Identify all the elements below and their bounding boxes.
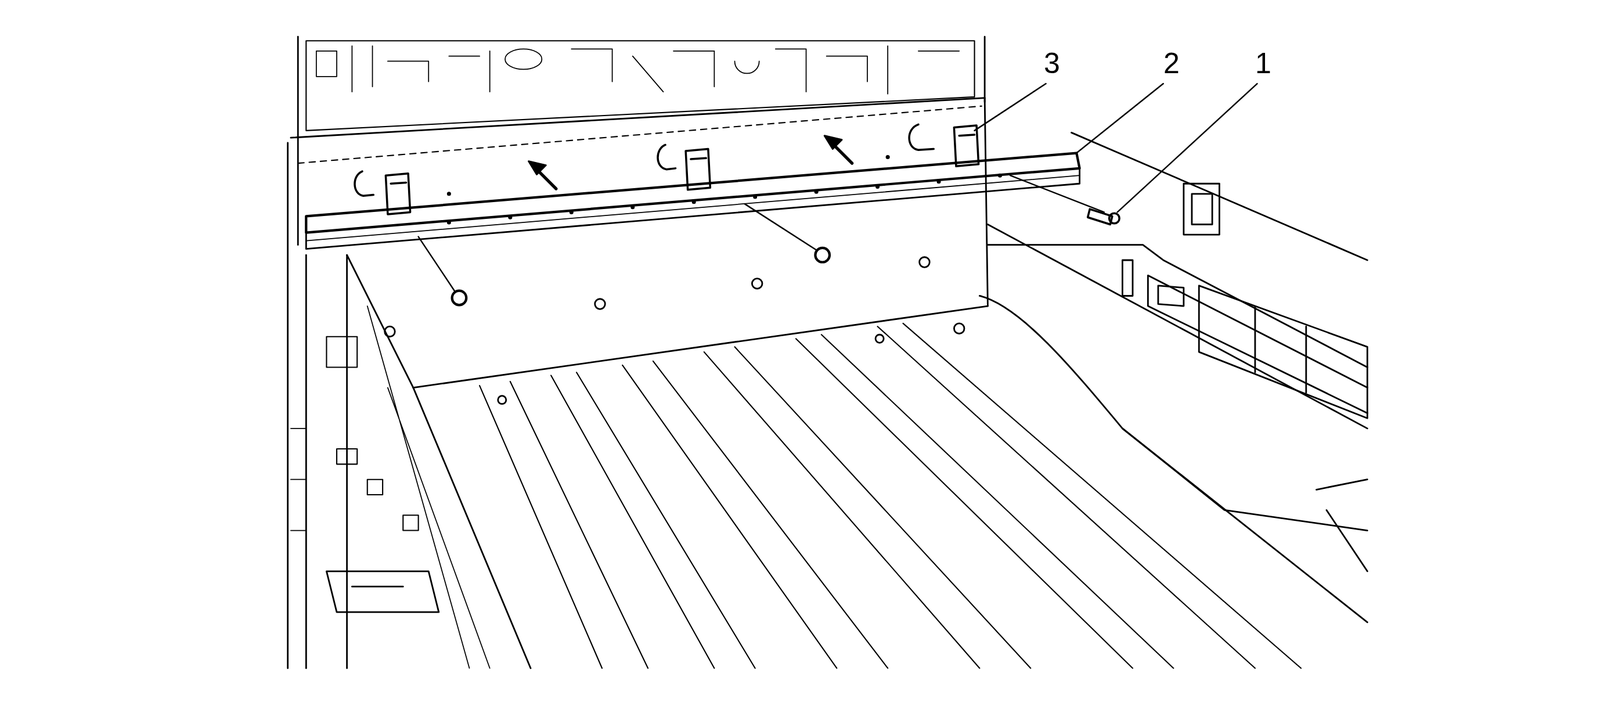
callout-number: 3 (1042, 48, 1062, 78)
callout-number: 1 (1253, 48, 1273, 78)
callout-number: 2 (1162, 48, 1181, 78)
